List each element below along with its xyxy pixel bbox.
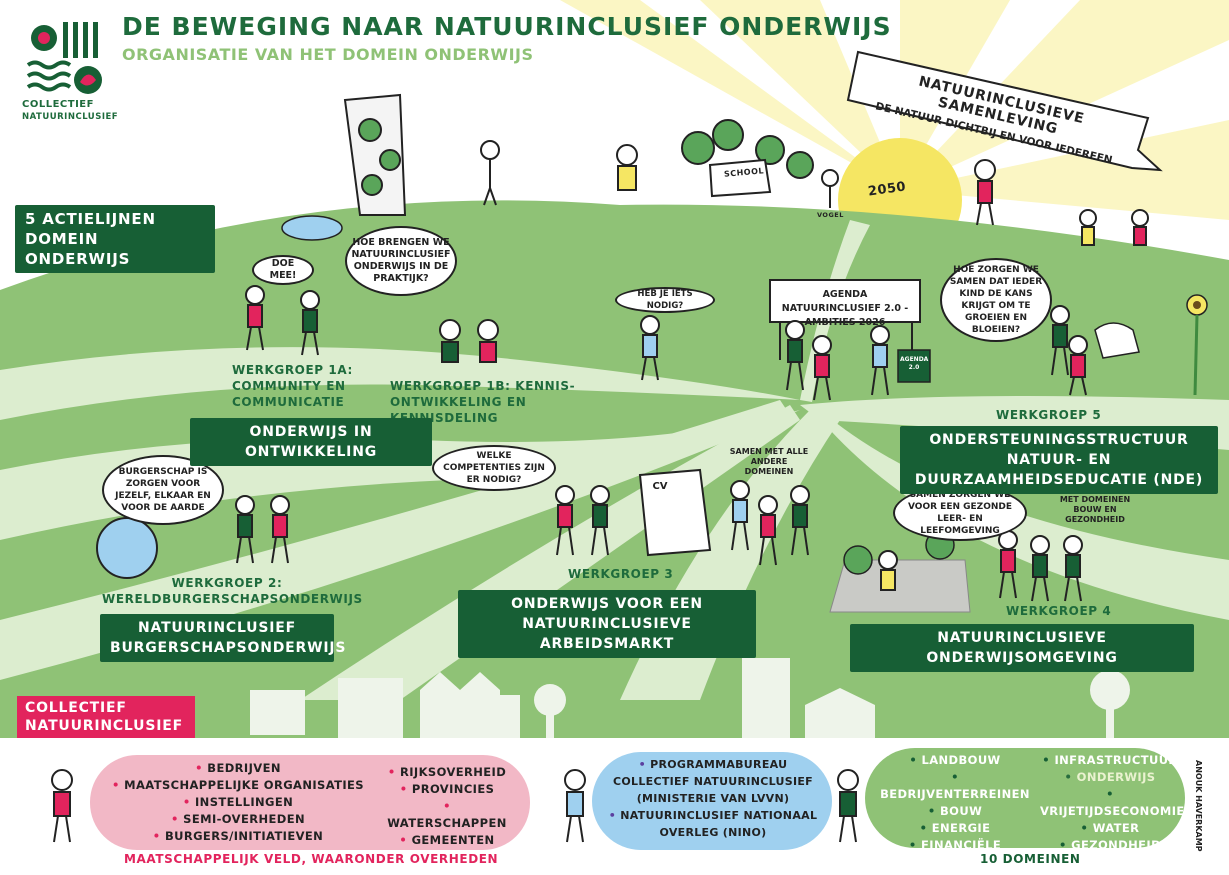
bubble-burgerschap: Burgerschap is zorgen voor jezelf, elkaa…	[102, 455, 224, 525]
programma-line-2: Collectief natuurinclusief	[613, 775, 813, 788]
programma-line-5: Overleg (NINO)	[659, 826, 767, 839]
globe-icon	[96, 517, 158, 579]
banner-ribbon	[846, 50, 1163, 172]
werkgroep-3: Werkgroep 3	[568, 567, 674, 581]
vogel-label: VOGEL	[817, 211, 844, 219]
programma-line-1: • Programmabureau	[638, 758, 788, 771]
list-item: Maatschappelijke organisaties	[108, 777, 368, 794]
agenda-sign	[769, 279, 921, 323]
agenda-book	[897, 349, 931, 383]
list-item: Water	[1040, 820, 1180, 837]
bubble-samen-zorgen: Samen zorgen we voor een gezonde leer- e…	[893, 485, 1027, 541]
list-item: Instellingen	[108, 794, 368, 811]
collectief-label: Collectief natuurinclusief	[17, 696, 195, 738]
agenda-book-text: AGENDA 2.0	[900, 356, 929, 371]
list-item: Financiële sector	[880, 837, 1030, 871]
list-item: Gezondheid	[1040, 837, 1180, 854]
werkgroep-1b: Werkgroep 1b: kennis-ontwikkeling en ken…	[390, 379, 576, 425]
list-item: Waterschappen	[382, 798, 512, 832]
met-domeinen-label: Met domeinen bouw en gezondheid	[1059, 495, 1131, 524]
programma-oval	[592, 752, 832, 850]
list-item-highlight: Onderwijs	[1040, 769, 1180, 786]
bubble-heb-je: Heb je iets nodig?	[615, 287, 715, 313]
green-building	[343, 93, 407, 216]
werkgroep-1a: Werkgroep 1a: community en communicatie	[232, 363, 353, 409]
maatschappelijk-list-right: Rijksoverheid Provincies Waterschappen G…	[382, 764, 512, 849]
domeinen-list-right: Infrastructuur Onderwijs Vrijetijdsecono…	[1040, 752, 1184, 854]
list-item: Rijksoverheid	[382, 764, 512, 781]
list-item: Burgers/initiatieven	[108, 828, 368, 845]
logo-text: COLLECTIEF NATUURINCLUSIEF	[22, 99, 118, 123]
pond	[281, 215, 343, 241]
artist-credit: Anouk Haverkamp	[1194, 760, 1203, 852]
box-onderwijs-ontwikkeling: Onderwijs in ontwikkeling	[190, 418, 432, 466]
list-item: Landbouw	[880, 752, 1030, 769]
agenda-sign-text: Agenda natuurinclusief 2.0 - Ambities 20…	[781, 289, 909, 328]
logo-line-1: COLLECTIEF	[22, 99, 94, 110]
maatschappelijk-caption: Maatschappelijk veld, waaronder overhede…	[124, 852, 499, 866]
domeinen-list-left: Landbouw Bedrijventerreinen Bouw Energie…	[880, 752, 1030, 871]
school-building	[681, 119, 814, 198]
sunflower-icon	[1186, 294, 1208, 396]
programma-line-4: • Natuurinclusief Nationaal	[608, 809, 818, 822]
box-nde: Ondersteuningsstructuur natuur- en duurz…	[900, 426, 1218, 494]
list-item: Infrastructuur	[1040, 752, 1180, 769]
bubble-hoe-brengen: Hoe brengen we natuurinclusief onderwijs…	[345, 226, 457, 296]
werkgroep-4: Werkgroep 4	[1006, 604, 1112, 618]
town-skyline	[250, 658, 1130, 738]
paving	[829, 559, 971, 613]
box-arbeidsmarkt: Onderwijs voor een natuurinclusieve arbe…	[458, 590, 756, 658]
list-item: Bedrijven	[108, 760, 368, 777]
actielijnen-box: 5 actielijnen domein onderwijs	[15, 205, 215, 273]
cv-label: CV	[652, 481, 668, 492]
watering-can-icon	[1094, 322, 1140, 359]
maatschappelijk-list-left: Bedrijven Maatschappelijke organisaties …	[108, 760, 368, 845]
werkgroep-2: Werkgroep 2: wereldburgerschapsonderwijs	[102, 576, 363, 606]
domeinen-caption: 10 domeinen	[980, 852, 1081, 866]
list-item: Gemeenten	[382, 832, 512, 849]
list-item: Energie	[880, 820, 1030, 837]
list-item: Bouw	[880, 803, 1030, 820]
list-item: Semi-overheden	[108, 811, 368, 828]
stick-figures	[51, 140, 1149, 843]
list-item: Bedrijventerreinen	[880, 769, 1030, 803]
samen-alle-label: Samen met alle andere domeinen	[729, 447, 809, 476]
page-title: De beweging naar natuurinclusief onderwi…	[122, 12, 892, 41]
werkgroep-5: Werkgroep 5	[996, 408, 1102, 422]
list-item: Provincies	[382, 781, 512, 798]
bubble-hoe-zorgen: Hoe zorgen we samen dat ieder kind de ka…	[940, 258, 1052, 342]
cv-document	[638, 468, 712, 557]
box-burgerschap: Natuurinclusief burgerschapsonderwijs	[100, 614, 345, 662]
list-item: Vrijetijdseconomie	[1040, 786, 1184, 820]
box-onderwijsomgeving: Natuurinclusieve onderwijsomgeving	[850, 624, 1194, 672]
programma-line-3: (Ministerie van LVVN)	[636, 792, 790, 805]
bubble-doe-mee: Doe mee!	[252, 255, 314, 285]
programma-text: • Programmabureau Collectief natuurinclu…	[598, 756, 828, 841]
page-subtitle: Organisatie van het domein onderwijs	[122, 45, 534, 64]
collectief-logo	[25, 18, 105, 98]
logo-line-2: NATUURINCLUSIEF	[22, 112, 119, 122]
bubble-welke: Welke competenties zijn er nodig?	[432, 445, 556, 491]
